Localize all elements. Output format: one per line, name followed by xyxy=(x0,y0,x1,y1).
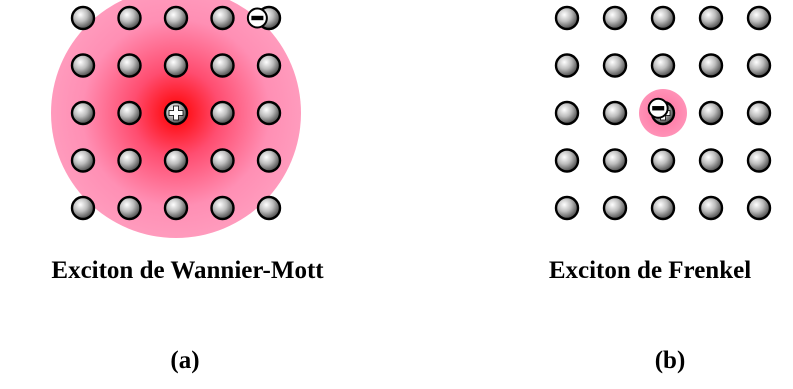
lattice-atom-icon xyxy=(700,150,722,172)
frenkel-panel xyxy=(556,7,770,219)
lattice-atom-icon xyxy=(700,55,722,77)
lattice-atom-icon xyxy=(258,197,280,219)
lattice-atom-icon xyxy=(556,150,578,172)
lattice-atom-icon xyxy=(604,55,626,77)
lattice-atom-icon xyxy=(72,55,94,77)
lattice-atom-icon xyxy=(700,7,722,29)
lattice-atom-icon xyxy=(700,197,722,219)
lattice-atom-icon xyxy=(604,150,626,172)
lattice-atom-icon xyxy=(604,197,626,219)
lattice-atom-icon xyxy=(258,55,280,77)
lattice-atom-icon xyxy=(165,55,187,77)
lattice-atom-icon xyxy=(604,102,626,124)
lattice-atom-icon xyxy=(165,7,187,29)
lattice-atom-icon xyxy=(165,197,187,219)
lattice-atom-icon xyxy=(119,150,141,172)
lattice-atom-icon xyxy=(748,197,770,219)
lattice-atom-icon xyxy=(212,197,234,219)
lattice-atom-icon xyxy=(72,150,94,172)
lattice-atom-icon xyxy=(72,197,94,219)
lattice-atom-icon xyxy=(212,55,234,77)
caption-frenkel: Exciton de Frenkel xyxy=(510,257,790,285)
lattice-atom-icon xyxy=(748,102,770,124)
lattice-atom-icon xyxy=(119,55,141,77)
lattice-atom-icon xyxy=(119,197,141,219)
lattice-atom-icon xyxy=(652,197,674,219)
lattice-atom-icon xyxy=(165,150,187,172)
lattice-atom-icon xyxy=(556,55,578,77)
lattice-atom-icon xyxy=(258,150,280,172)
lattice-atom-icon xyxy=(212,7,234,29)
lattice-atom-icon xyxy=(748,55,770,77)
lattice-atom-icon xyxy=(119,7,141,29)
lattice-atom-icon xyxy=(212,102,234,124)
lattice-atom-icon xyxy=(700,102,722,124)
lattice-atom-icon xyxy=(748,150,770,172)
minus-charge-icon xyxy=(649,99,668,118)
wannier-mott-panel xyxy=(51,0,301,238)
minus-charge-icon xyxy=(248,9,267,28)
caption-wannier-mott: Exciton de Wannier-Mott xyxy=(30,257,345,285)
lattice-atom-icon xyxy=(258,102,280,124)
lattice-atom-icon xyxy=(652,7,674,29)
panel-label-b: (b) xyxy=(630,347,710,375)
lattice-atom-icon xyxy=(212,150,234,172)
lattice-atom-icon xyxy=(556,102,578,124)
lattice-atom-icon xyxy=(652,150,674,172)
lattice-atom-icon xyxy=(556,7,578,29)
lattice-atom-icon xyxy=(652,55,674,77)
lattice-atom-icon xyxy=(748,7,770,29)
lattice-atom-icon xyxy=(556,197,578,219)
panel-label-a: (a) xyxy=(145,347,225,375)
lattice-atom-icon xyxy=(119,102,141,124)
lattice-atom-icon xyxy=(72,102,94,124)
lattice-atom-icon xyxy=(604,7,626,29)
lattice-atom-icon xyxy=(72,7,94,29)
